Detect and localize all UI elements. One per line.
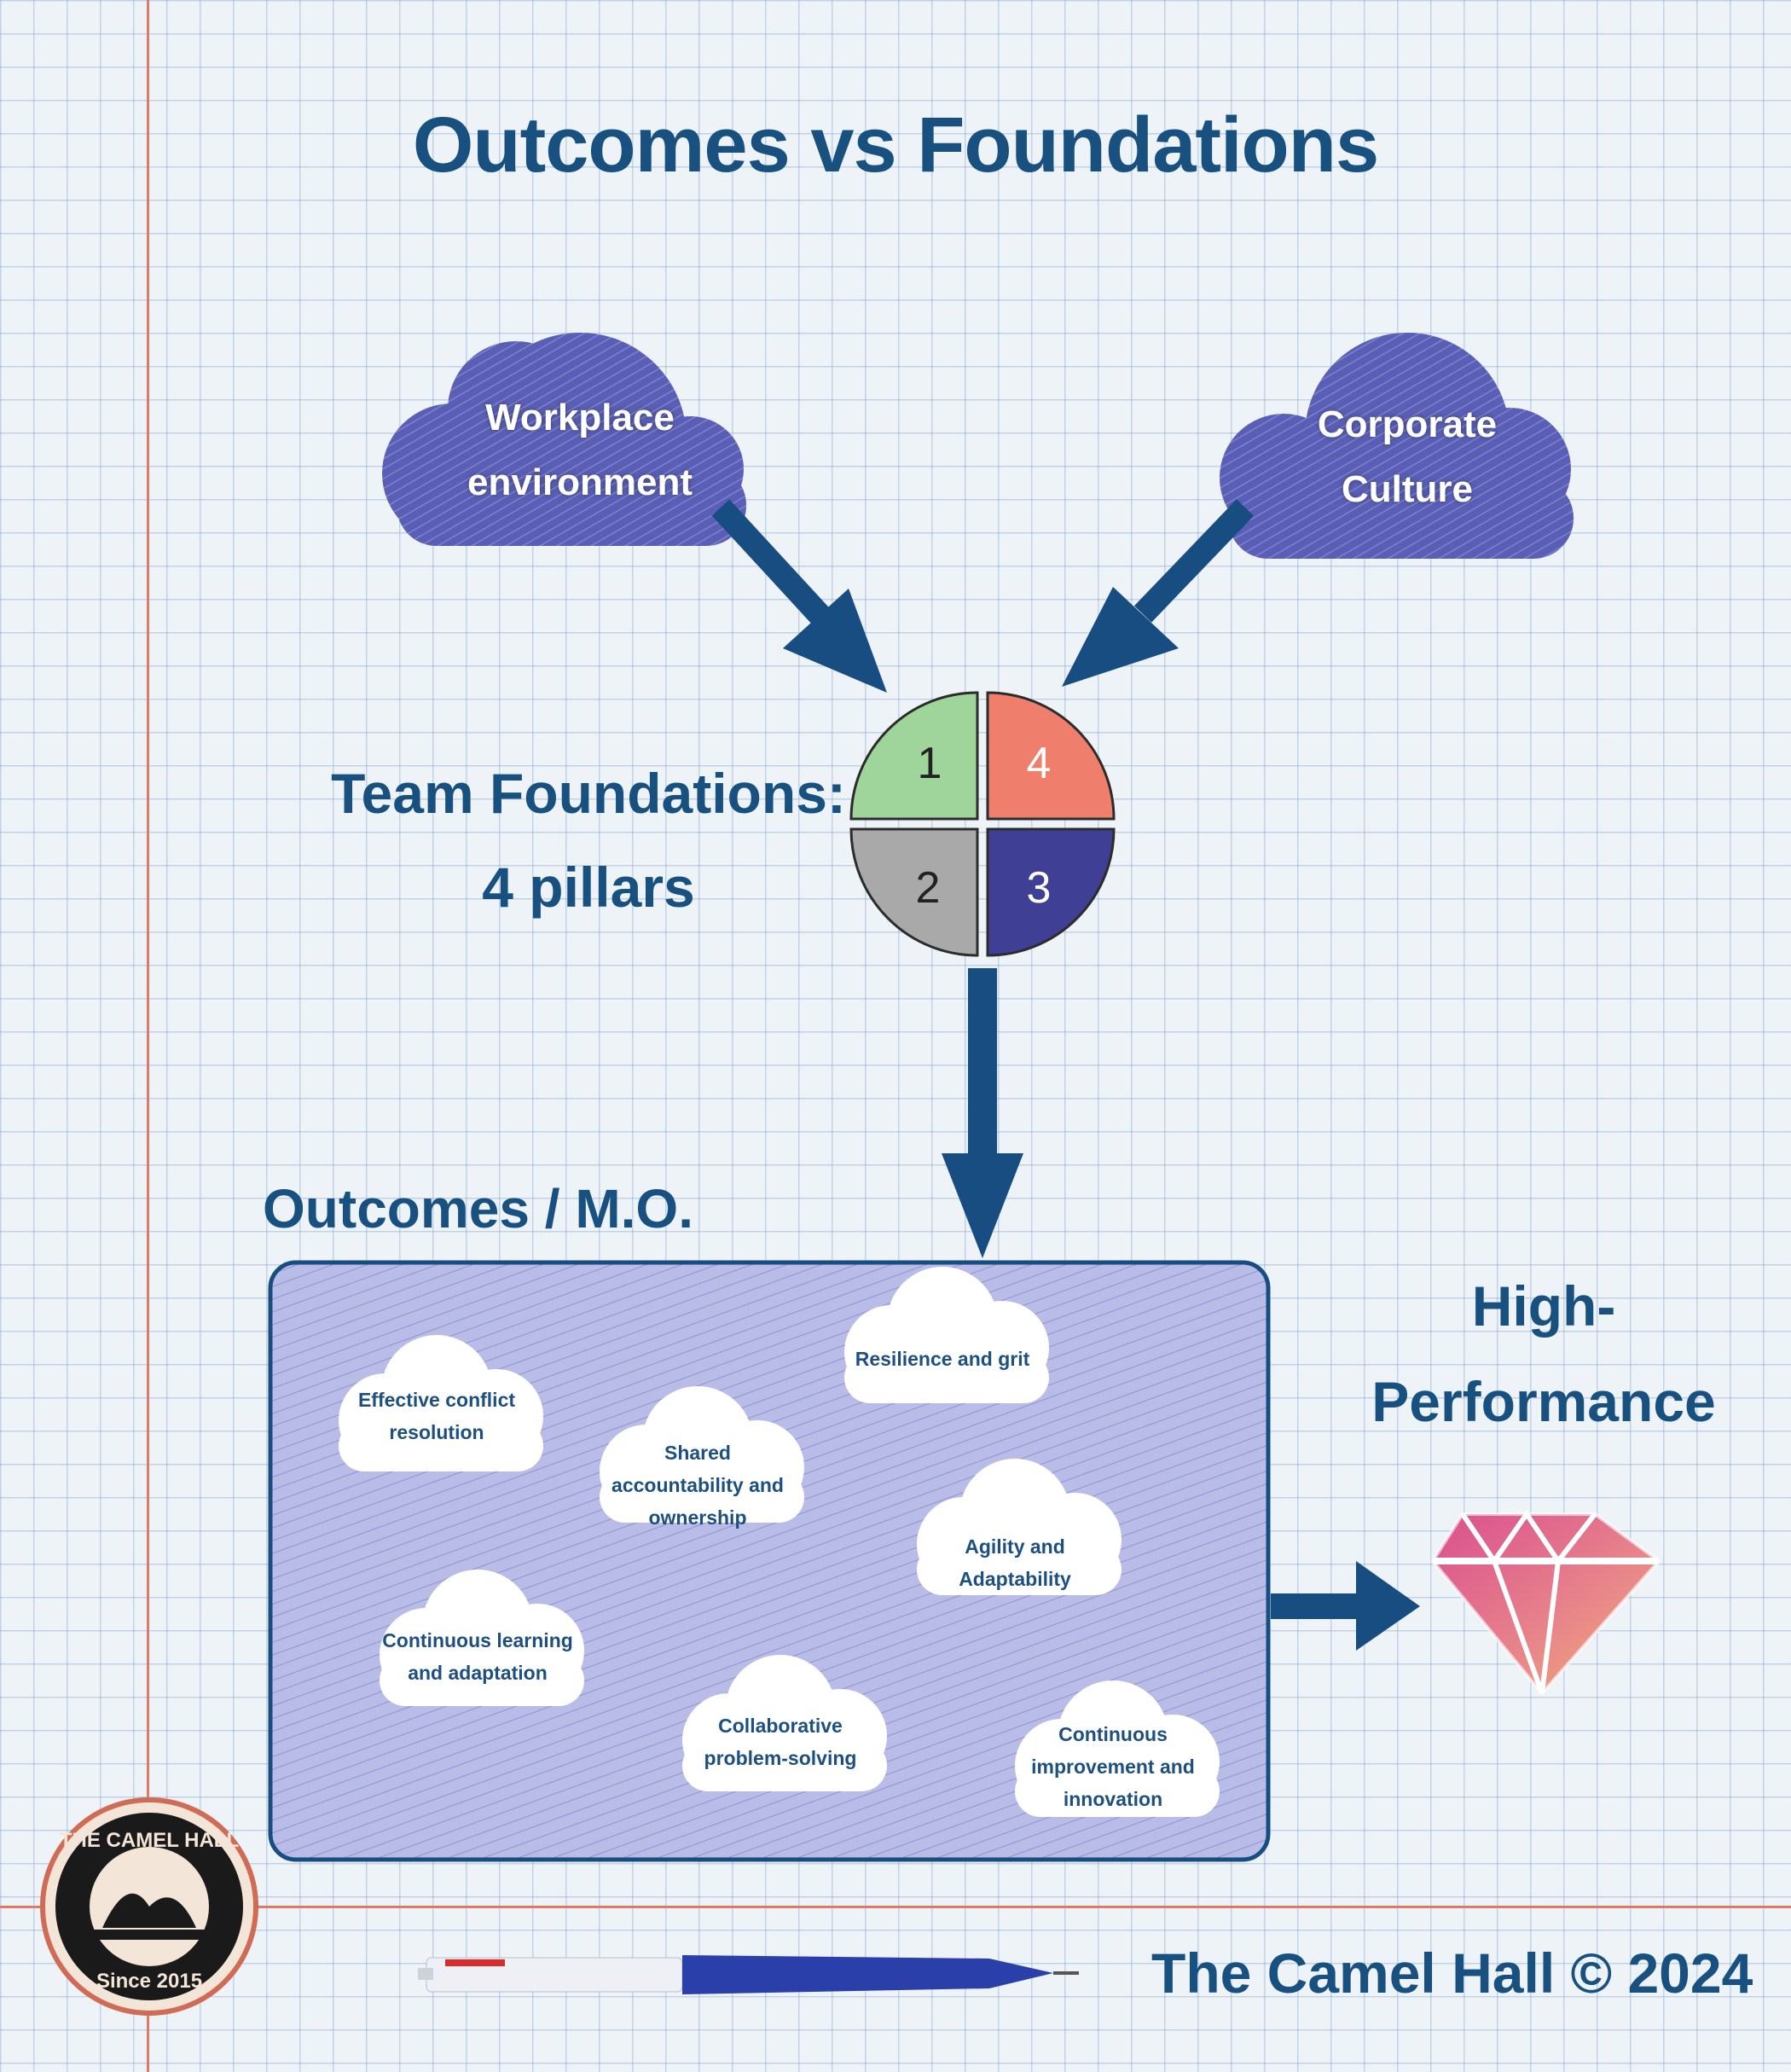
team-foundations-label: Team Foundations: 4 pillars bbox=[324, 746, 853, 934]
logo-top-text: THE CAMEL HALL bbox=[60, 1829, 239, 1852]
arrow-foundations-to-outcomes bbox=[942, 968, 1023, 1258]
footer-copyright: The Camel Hall © 2024 bbox=[1151, 1941, 1753, 2005]
camel-hall-logo bbox=[40, 1797, 258, 2016]
notebook-margin-horizontal bbox=[0, 1906, 1791, 1908]
high-performance-line-1: High- bbox=[1471, 1274, 1616, 1338]
outcome-4-label: Agility and Adaptability bbox=[959, 1535, 1071, 1590]
pillar-1-segment bbox=[849, 691, 979, 821]
workplace-line-2: environment bbox=[467, 461, 693, 503]
outcome-6-label: Collaborative problem-solving bbox=[704, 1715, 857, 1769]
culture-line-2: Culture bbox=[1342, 468, 1473, 510]
pillar-3-segment bbox=[986, 827, 1116, 957]
high-performance-line-2: Performance bbox=[1371, 1370, 1716, 1433]
pen-icon bbox=[418, 1955, 1079, 1994]
culture-line-1: Corporate bbox=[1317, 403, 1498, 445]
pillar-4-segment bbox=[986, 691, 1116, 821]
outcomes-label: Outcomes / M.O. bbox=[263, 1178, 693, 1239]
high-performance-label: High- Performance bbox=[1339, 1258, 1748, 1449]
outcome-2-label: Resilience and grit bbox=[855, 1348, 1030, 1370]
logo-bottom-text: Since 2015 bbox=[96, 1970, 202, 1993]
arrow-culture-to-foundations bbox=[1062, 499, 1255, 687]
pillars-circle bbox=[849, 691, 1116, 957]
page-title: Outcomes vs Foundations bbox=[412, 102, 1379, 189]
pillar-2-number: 2 bbox=[916, 863, 941, 913]
pillar-1-number: 1 bbox=[918, 739, 942, 788]
diamond-icon bbox=[1430, 1509, 1661, 1697]
notebook-margin-vertical bbox=[147, 0, 149, 2072]
pillar-3-number: 3 bbox=[1027, 863, 1052, 913]
team-foundations-line-2: 4 pillars bbox=[482, 856, 695, 919]
team-foundations-line-1: Team Foundations: bbox=[331, 762, 846, 825]
workplace-line-1: Workplace bbox=[485, 397, 675, 438]
culture-cloud bbox=[1220, 333, 1574, 559]
culture-cloud-label: Corporate Culture bbox=[1254, 392, 1561, 522]
workplace-cloud-label: Workplace environment bbox=[426, 386, 733, 515]
outcome-3-label: Shared accountability and ownership bbox=[611, 1442, 784, 1529]
pillar-4-number: 4 bbox=[1027, 739, 1052, 788]
outcome-1-label: Effective conflict resolution bbox=[357, 1389, 516, 1443]
outcome-7-label: Continuous improvement and innovation bbox=[1031, 1723, 1195, 1810]
workplace-cloud bbox=[382, 333, 746, 546]
arrow-outcomes-to-high-performance bbox=[1271, 1561, 1420, 1651]
pillar-2-segment bbox=[849, 827, 979, 957]
arrow-workplace-to-foundations bbox=[711, 499, 887, 693]
outcome-5-label: Continuous learning and adaptation bbox=[382, 1629, 573, 1684]
